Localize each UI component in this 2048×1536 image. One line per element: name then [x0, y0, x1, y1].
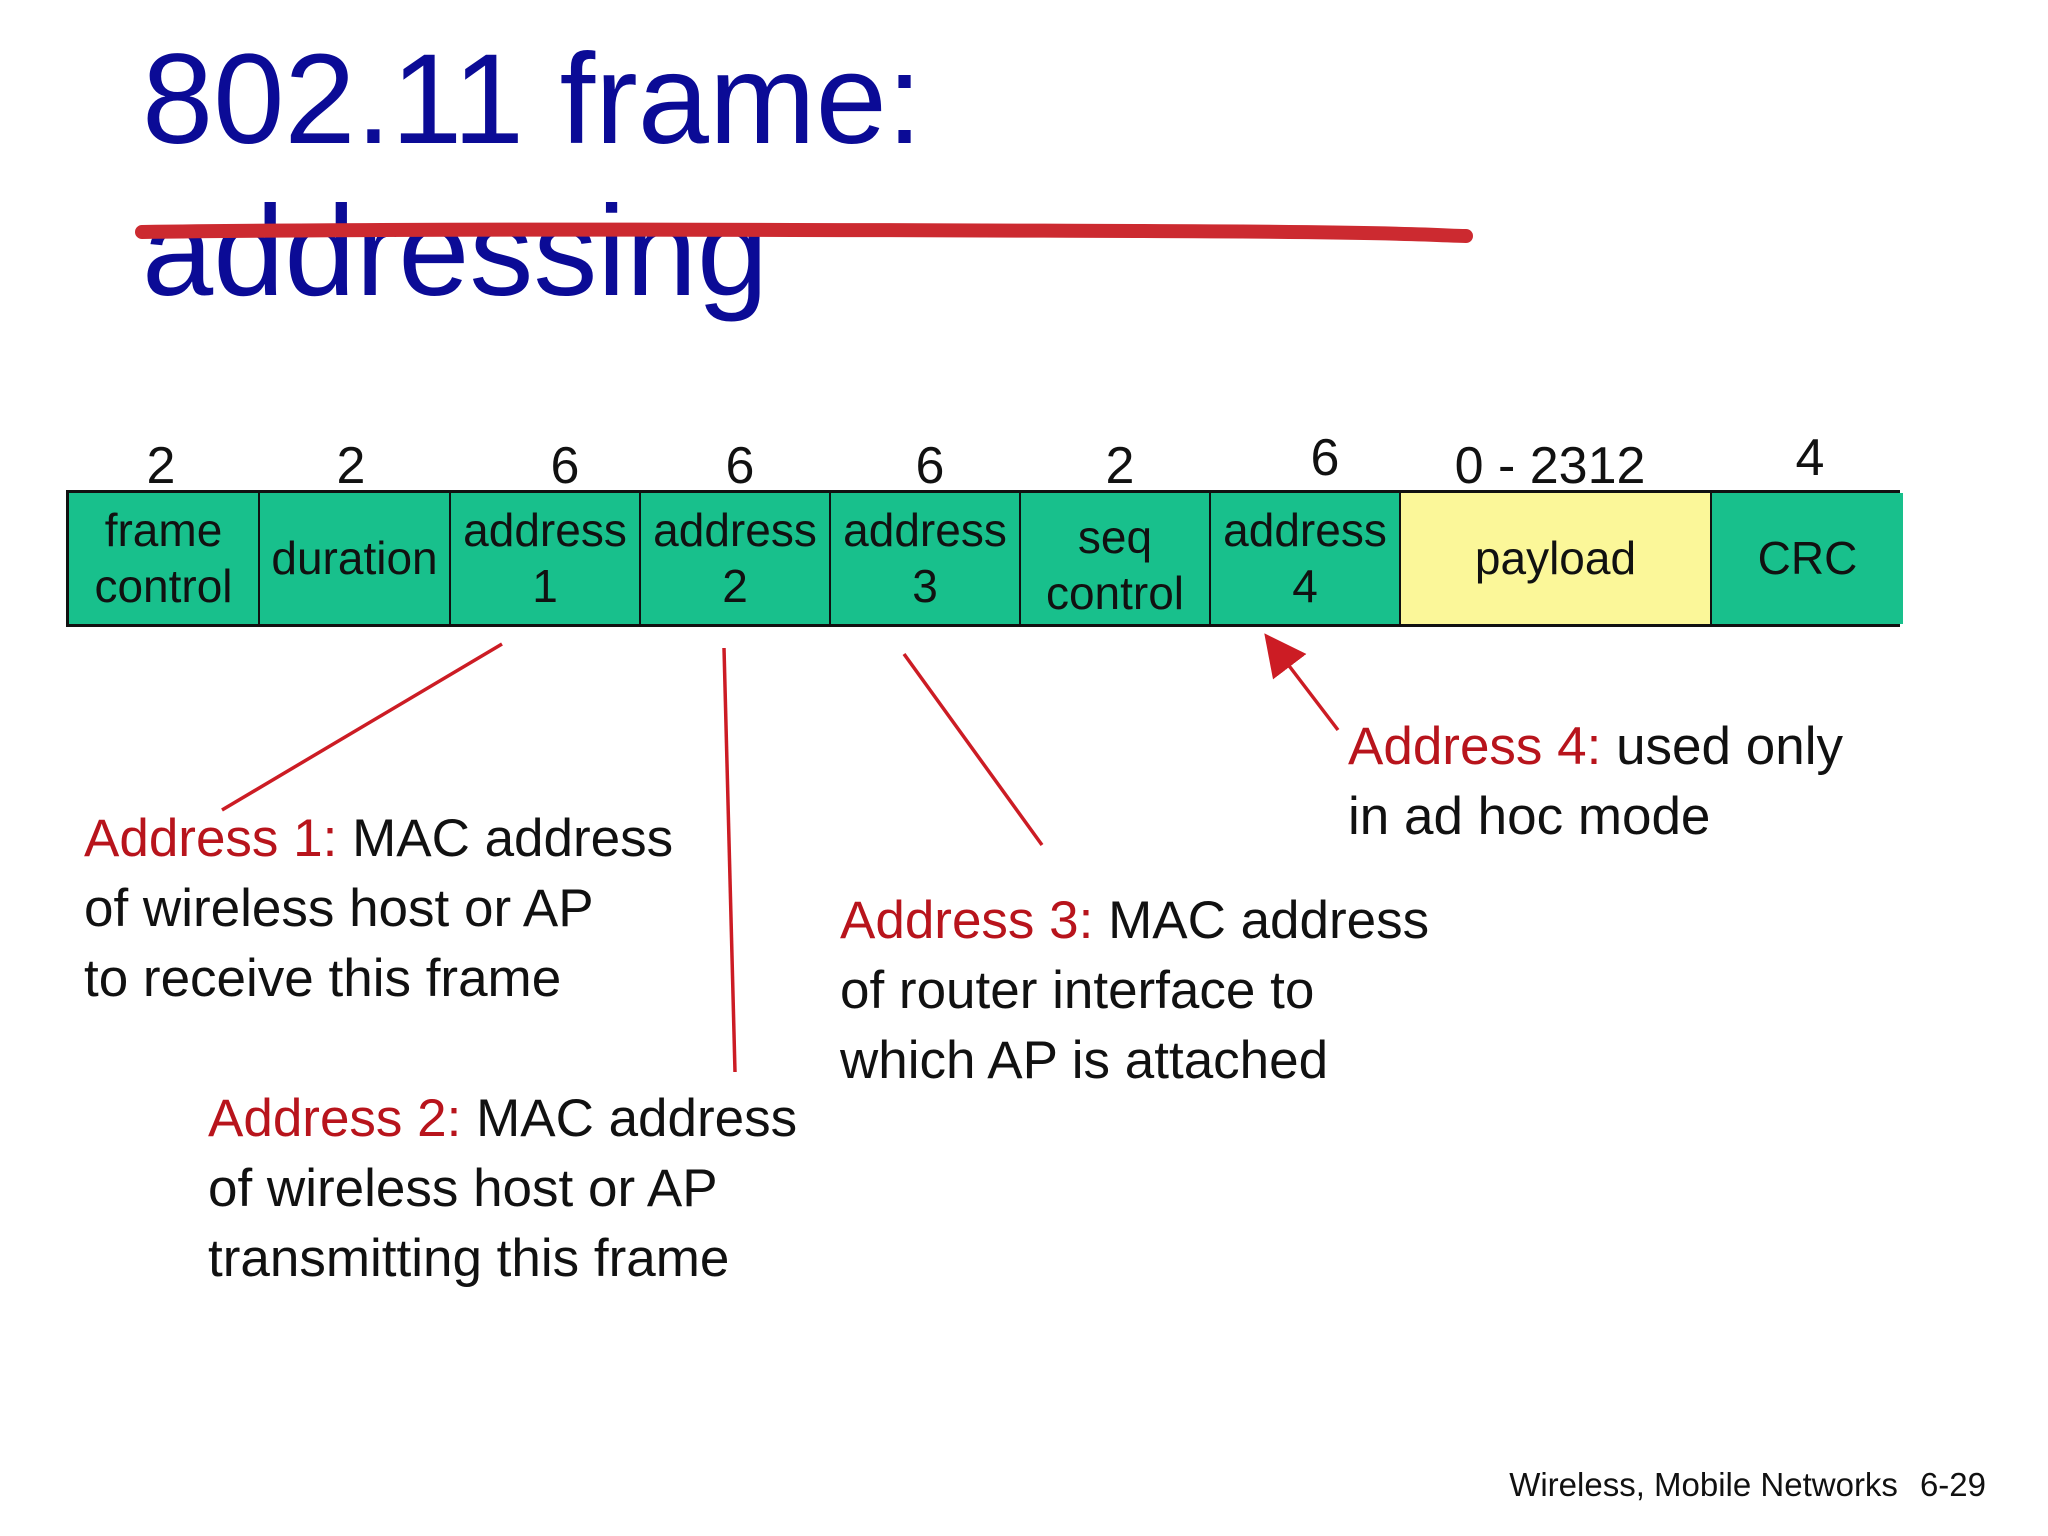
callout-address-4-text-1: used only [1601, 717, 1843, 776]
field-address-2: address 2 [641, 493, 831, 624]
field-bytes-address-4: 6 [1310, 429, 1340, 487]
callout-address-3-text-3: which AP is attached [840, 1031, 1329, 1090]
pointer-address-2 [722, 647, 737, 1073]
callout-address-2: Address 2: MAC address of wireless host … [208, 1084, 797, 1294]
field-bytes-frame-control: 2 [146, 437, 176, 495]
title-strikethrough-mark [135, 222, 1473, 243]
callout-address-2-text-3: transmitting this frame [208, 1229, 730, 1288]
pointer-address-3 [902, 652, 1044, 847]
field-bytes-address-2: 6 [725, 437, 755, 495]
callout-address-1-label: Address 1: [84, 809, 338, 868]
callout-address-2-label: Address 2: [208, 1089, 462, 1148]
callout-address-4-label: Address 4: [1348, 717, 1602, 776]
slide-title-line-2: addressing [142, 180, 769, 323]
footer-section-title: Wireless, Mobile Networks [1509, 1466, 1898, 1503]
slide-footer: Wireless, Mobile Networks 6-29 [1509, 1466, 1986, 1504]
callout-address-3-text-1: MAC address [1093, 891, 1430, 950]
slide-title-line-1: 802.11 frame: [142, 28, 923, 171]
field-bytes-crc: 4 [1795, 429, 1825, 487]
field-address-4: address 4 [1211, 493, 1401, 624]
callout-address-2-text-1: MAC address [461, 1089, 798, 1148]
field-address-1: address 1 [451, 493, 641, 624]
callout-address-3-label: Address 3: [840, 891, 1094, 950]
callout-address-3: Address 3: MAC address of router interfa… [840, 886, 1429, 1096]
frame-format-row: frame control duration address 1 address… [66, 490, 1903, 627]
field-seq-control: seq control [1021, 493, 1211, 624]
callout-address-1-text-2: of wireless host or AP [84, 879, 594, 938]
pointer-address-4 [1264, 633, 1340, 732]
callout-address-1: Address 1: MAC address of wireless host … [84, 804, 673, 1014]
field-bytes-duration: 2 [336, 437, 366, 495]
callout-address-1-text-3: to receive this frame [84, 949, 562, 1008]
field-bytes-payload: 0 - 2312 [1454, 437, 1646, 495]
callout-address-2-text-2: of wireless host or AP [208, 1159, 718, 1218]
callout-address-3-text-2: of router interface to [840, 961, 1315, 1020]
callout-address-4: Address 4: used only in ad hoc mode [1348, 712, 1843, 852]
field-payload: payload [1401, 493, 1712, 624]
field-bytes-address-3: 6 [915, 437, 945, 495]
callout-address-4-text-2: in ad hoc mode [1348, 787, 1711, 846]
field-crc: CRC [1712, 493, 1903, 624]
footer-page-number: 6-29 [1919, 1466, 1986, 1503]
callout-address-1-text-1: MAC address [337, 809, 674, 868]
field-address-3: address 3 [831, 493, 1021, 624]
pointer-address-1 [221, 642, 503, 812]
field-frame-control: frame control [69, 493, 260, 624]
field-bytes-address-1: 6 [550, 437, 580, 495]
field-bytes-seq-control: 2 [1105, 437, 1135, 495]
field-duration: duration [260, 493, 451, 624]
